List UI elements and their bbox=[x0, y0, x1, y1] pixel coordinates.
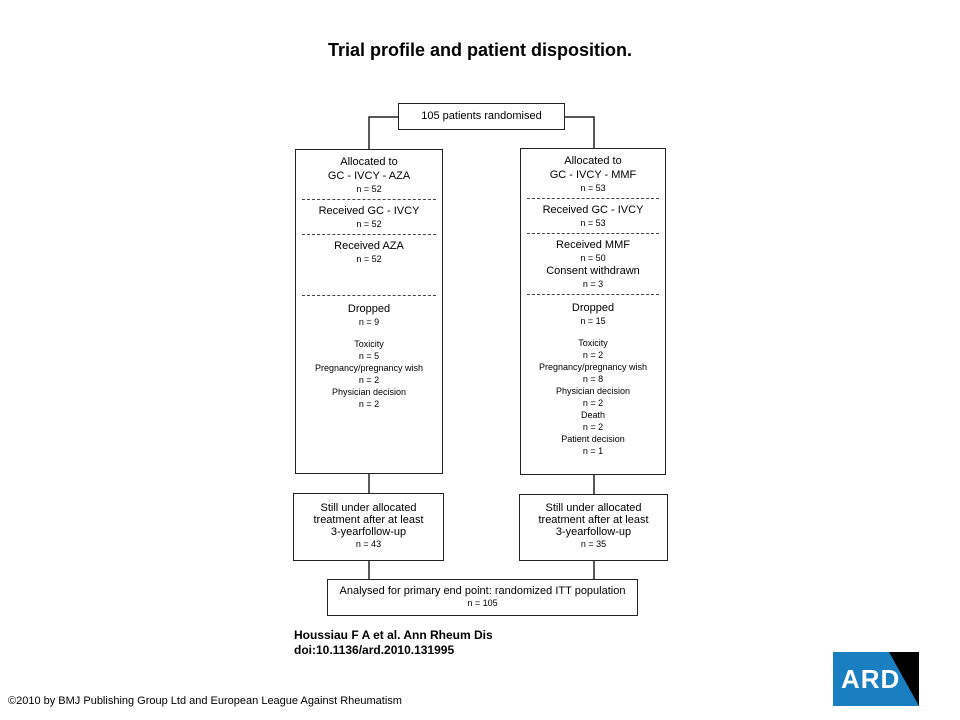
left-reason-toxicity-n: n = 5 bbox=[358, 351, 380, 361]
right-divider-2 bbox=[527, 233, 659, 234]
right-followup-line-3: 3-yearfollow-up bbox=[555, 526, 632, 538]
connector-top-left bbox=[368, 116, 398, 149]
right-arm-box: Allocated to GC - IVCY - MMF n = 53 Rece… bbox=[520, 148, 666, 475]
analysis-n: n = 105 bbox=[467, 598, 498, 608]
right-received2-label: Received MMF bbox=[556, 239, 630, 251]
left-reason-physician: Physician decision bbox=[331, 387, 407, 397]
right-received2-n: n = 50 bbox=[580, 253, 606, 263]
right-reason-pregnancy-n: n = 8 bbox=[582, 374, 604, 384]
connector-top-right bbox=[565, 116, 595, 148]
left-arm-box: Allocated to GC - IVCY - AZA n = 52 Rece… bbox=[295, 149, 443, 474]
right-reason-patient-n: n = 1 bbox=[582, 446, 604, 456]
left-followup-box: Still under allocated treatment after at… bbox=[293, 493, 444, 561]
left-divider-2 bbox=[302, 234, 436, 235]
ard-logo: ARD bbox=[833, 652, 919, 706]
left-allocated-label-1: Allocated to bbox=[340, 156, 398, 168]
right-followup-n: n = 35 bbox=[580, 539, 607, 549]
analysis-label: Analysed for primary end point: randomiz… bbox=[339, 585, 626, 597]
slide-title: Trial profile and patient disposition. bbox=[327, 40, 633, 60]
right-reason-physician-n: n = 2 bbox=[582, 398, 604, 408]
citation: Houssiau F A et al. Ann Rheum Dis doi:10… bbox=[294, 628, 493, 658]
left-received2-label: Received AZA bbox=[334, 240, 404, 252]
copyright-notice: ©2010 by BMJ Publishing Group Ltd and Eu… bbox=[8, 695, 402, 707]
citation-doi: doi:10.1136/ard.2010.131995 bbox=[294, 643, 455, 657]
left-followup-line-2: treatment after at least bbox=[313, 514, 424, 526]
logo-text: ARD bbox=[841, 664, 901, 694]
randomised-box: 105 patients randomised bbox=[398, 103, 565, 130]
left-allocated-label-2: GC - IVCY - AZA bbox=[327, 170, 411, 182]
citation-authors: Houssiau F A et al. Ann Rheum Dis bbox=[294, 628, 493, 642]
right-reason-patient: Patient decision bbox=[561, 434, 625, 444]
right-received1-label: Received GC - IVCY bbox=[542, 204, 644, 216]
right-withdrawn-n: n = 3 bbox=[582, 279, 604, 289]
left-reason-toxicity: Toxicity bbox=[354, 339, 384, 349]
right-reason-toxicity: Toxicity bbox=[578, 338, 608, 348]
right-allocated-n: n = 53 bbox=[580, 183, 606, 193]
left-dropped-label: Dropped bbox=[347, 303, 391, 315]
left-received1-n: n = 52 bbox=[356, 219, 382, 229]
left-divider-3 bbox=[302, 295, 436, 296]
right-followup-box: Still under allocated treatment after at… bbox=[519, 494, 668, 561]
right-allocated-label-1: Allocated to bbox=[564, 155, 622, 167]
left-followup-line-3: 3-yearfollow-up bbox=[330, 526, 407, 538]
left-reason-pregnancy: Pregnancy/pregnancy wish bbox=[314, 363, 424, 373]
right-reason-death: Death bbox=[580, 410, 606, 420]
left-followup-line-1: Still under allocated bbox=[320, 502, 417, 514]
left-followup-n: n = 43 bbox=[355, 539, 382, 549]
left-divider-1 bbox=[302, 199, 436, 200]
right-allocated-label-2: GC - IVCY - MMF bbox=[549, 169, 637, 181]
right-dropped-label: Dropped bbox=[571, 302, 615, 314]
right-reason-toxicity-n: n = 2 bbox=[582, 350, 604, 360]
logo-wedge bbox=[889, 652, 919, 706]
left-reason-pregnancy-n: n = 2 bbox=[358, 375, 380, 385]
right-reason-pregnancy: Pregnancy/pregnancy wish bbox=[538, 362, 648, 372]
left-received2-n: n = 52 bbox=[356, 254, 382, 264]
left-dropped-n: n = 9 bbox=[358, 317, 380, 327]
left-allocated-n: n = 52 bbox=[356, 184, 382, 194]
right-followup-line-1: Still under allocated bbox=[545, 502, 642, 514]
left-received1-label: Received GC - IVCY bbox=[318, 205, 420, 217]
left-reason-physician-n: n = 2 bbox=[358, 399, 380, 409]
right-divider-1 bbox=[527, 198, 659, 199]
right-withdrawn-label: Consent withdrawn bbox=[546, 265, 640, 277]
right-reason-physician: Physician decision bbox=[555, 386, 631, 396]
right-dropped-n: n = 15 bbox=[580, 316, 606, 326]
right-followup-line-2: treatment after at least bbox=[538, 514, 649, 526]
randomised-label: 105 patients randomised bbox=[421, 110, 542, 122]
right-divider-3 bbox=[527, 294, 659, 295]
right-received1-n: n = 53 bbox=[580, 218, 606, 228]
analysis-box: Analysed for primary end point: randomiz… bbox=[327, 579, 638, 616]
right-reason-death-n: n = 2 bbox=[582, 422, 604, 432]
